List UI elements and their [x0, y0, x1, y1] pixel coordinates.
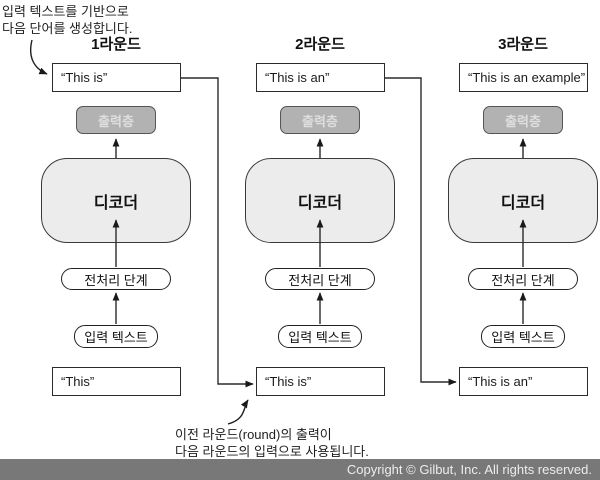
- round-3-output-box: “This is an example”: [459, 63, 588, 92]
- top-annotation: 입력 텍스트를 기반으로 다음 단어를 생성합니다.: [2, 3, 132, 37]
- round-2-output-box: “This is an”: [256, 63, 385, 92]
- bottom-annotation-line2: 다음 라운드의 입력으로 사용됩니다.: [175, 444, 369, 459]
- copyright-text: Copyright © Gilbut, Inc. All rights rese…: [346, 462, 592, 477]
- round-1-decoder-block: 디코더: [41, 158, 191, 243]
- round-2-preprocess-block: 전처리 단계: [265, 268, 375, 290]
- round-1-column: 1라운드 “This is” 출력층 디코더 전처리 단계 입력 텍스트 “Th…: [40, 30, 192, 405]
- round-1-output-layer-block: 출력층: [76, 106, 156, 134]
- round-1-input-text-block: 입력 텍스트: [74, 325, 158, 348]
- round-3-input-text-block: 입력 텍스트: [481, 325, 565, 348]
- round-2-input-text-block: 입력 텍스트: [278, 325, 362, 348]
- bottom-annotation: 이전 라운드(round)의 출력이 다음 라운드의 입력으로 사용됩니다.: [175, 426, 369, 460]
- round-2-input-box: “This is”: [256, 367, 385, 396]
- round-3-output-layer-block: 출력층: [483, 106, 563, 134]
- round-1-preprocess-block: 전처리 단계: [61, 268, 171, 290]
- round-2-title: 2라운드: [295, 36, 345, 53]
- bottom-annotation-line1: 이전 라운드(round)의 출력이: [175, 427, 332, 442]
- round-2-decoder-block: 디코더: [245, 158, 395, 243]
- round-2-output-layer-block: 출력층: [280, 106, 360, 134]
- round-3-decoder-block: 디코더: [448, 158, 598, 243]
- round-1-output-box: “This is”: [52, 63, 181, 92]
- round-3-input-box: “This is an”: [459, 367, 588, 396]
- round-1-input-box: “This”: [52, 367, 181, 396]
- round-3-preprocess-block: 전처리 단계: [468, 268, 578, 290]
- top-annotation-line2: 다음 단어를 생성합니다.: [2, 21, 133, 36]
- round-3-title: 3라운드: [498, 36, 548, 53]
- top-annotation-line1: 입력 텍스트를 기반으로: [2, 4, 129, 19]
- round-2-column: 2라운드 “This is an” 출력층 디코더 전처리 단계 입력 텍스트 …: [244, 30, 396, 405]
- round-1-title: 1라운드: [91, 36, 141, 53]
- round-3-column: 3라운드 “This is an example” 출력층 디코더 전처리 단계…: [447, 30, 599, 405]
- footer-bar: Copyright © Gilbut, Inc. All rights rese…: [0, 459, 600, 480]
